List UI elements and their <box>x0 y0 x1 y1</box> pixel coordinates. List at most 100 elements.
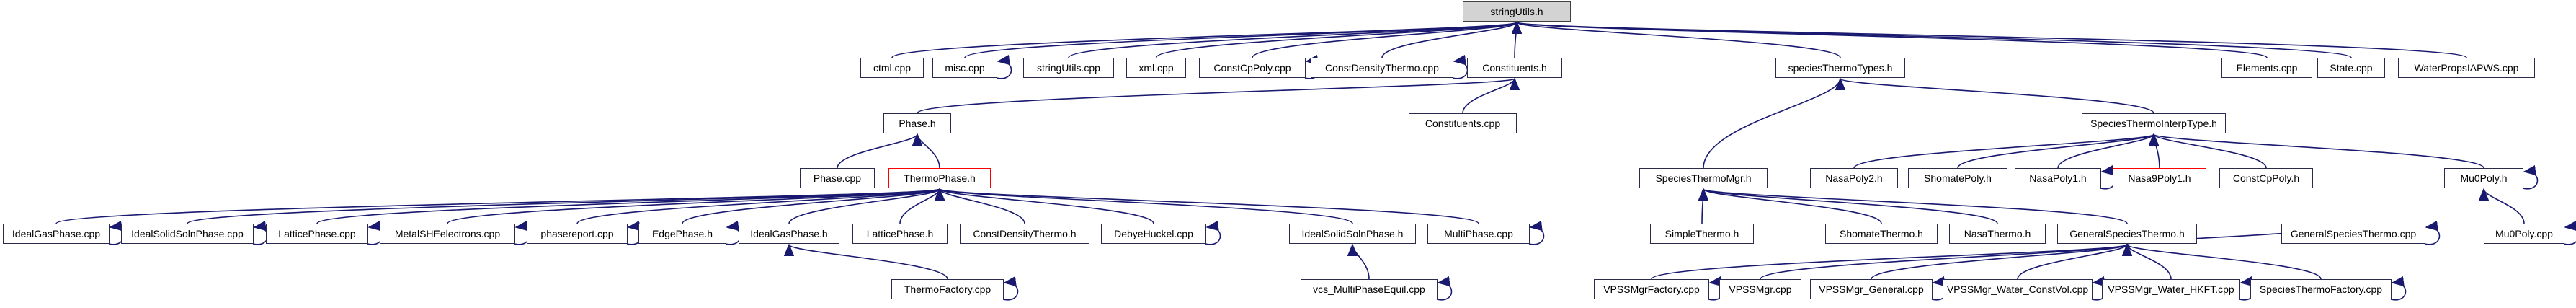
graph-node-stringutils-cpp[interactable]: stringUtils.cpp <box>1023 58 1114 78</box>
graph-node-label: ConstDensityThermo.h <box>973 228 1077 239</box>
graph-node-edgephase-h[interactable]: EdgePhase.h <box>638 224 726 244</box>
graph-node-idealgasphase-h[interactable]: IdealGasPhase.h <box>739 224 839 244</box>
graph-node-latticephase-h[interactable]: LatticePhase.h <box>852 224 948 244</box>
graph-node-constdensitythermo-h[interactable]: ConstDensityThermo.h <box>960 224 1089 244</box>
graph-node-vpssmgrfactory-cpp[interactable]: VPSSMgrFactory.cpp <box>1594 279 1709 299</box>
graph-node-constcppoly-h[interactable]: ConstCpPoly.h <box>2219 168 2313 188</box>
graph-self-loop-edge <box>2563 220 2576 245</box>
graph-node-waterpropsiapws-cpp[interactable]: WaterPropsIAPWS.cpp <box>2398 58 2535 78</box>
graph-self-loop-edge <box>1528 220 1545 245</box>
graph-node-label: Nasa9Poly1.h <box>2128 172 2191 184</box>
graph-node-speciesthermotypes-h[interactable]: speciesThermoTypes.h <box>1775 58 1905 78</box>
graph-node-label: LatticePhase.h <box>866 228 934 239</box>
graph-node-label: vcs_MultiPhaseEquil.cpp <box>1313 283 1425 295</box>
graph-node-vpssmgr-cpp[interactable]: VPSSMgr.cpp <box>1719 279 1801 299</box>
graph-self-loop-edge <box>1452 54 1469 79</box>
graph-node-phase-cpp[interactable]: Phase.cpp <box>800 168 875 188</box>
graph-node-idealgasphase-cpp[interactable]: IdealGasPhase.cpp <box>3 224 110 244</box>
graph-node-generalspeciesthermo-h[interactable]: GeneralSpeciesThermo.h <box>2057 224 2197 244</box>
graph-node-label: IdealSolidSolnPhase.cpp <box>131 228 244 239</box>
graph-node-xml-cpp[interactable]: xml.cpp <box>1126 58 1186 78</box>
graph-node-debyehuckel-cpp[interactable]: DebyeHuckel.cpp <box>1101 224 1206 244</box>
graph-node-label: ConstCpPoly.cpp <box>1213 62 1291 74</box>
graph-node-stringutils-h[interactable]: stringUtils.h <box>1463 1 1571 22</box>
graph-node-metalsheelectrons-cpp[interactable]: MetalSHEelectrons.cpp <box>380 224 515 244</box>
graph-node-state-cpp[interactable]: State.cpp <box>2317 58 2385 78</box>
graph-node-label: phasereport.cpp <box>540 228 614 239</box>
graph-edge <box>1381 21 1522 58</box>
graph-edge <box>964 21 1522 58</box>
graph-node-shomatepoly-h[interactable]: ShomatePoly.h <box>1908 168 2007 188</box>
graph-edge <box>837 133 923 169</box>
graph-edge <box>1462 77 1520 114</box>
graph-node-constituents-cpp[interactable]: Constituents.cpp <box>1409 113 1517 133</box>
graph-edge <box>784 243 948 280</box>
graph-edge <box>1698 188 1882 224</box>
graph-node-nasapoly1-h[interactable]: NasaPoly1.h <box>2015 168 2101 188</box>
graph-node-speciesthermofactory-cpp[interactable]: SpeciesThermoFactory.cpp <box>2250 279 2392 299</box>
graph-node-vpssmgr-general-cpp[interactable]: VPSSMgr_General.cpp <box>1810 279 1933 299</box>
graph-node-shomatethermo-h[interactable]: ShomateThermo.h <box>1825 224 1938 244</box>
graph-node-nasa9poly1-h[interactable]: Nasa9Poly1.h <box>2113 168 2206 188</box>
graph-node-label: ctml.cpp <box>873 62 912 74</box>
graph-node-label: NasaPoly1.h <box>2029 172 2087 184</box>
graph-node-ctml-cpp[interactable]: ctml.cpp <box>860 58 924 78</box>
graph-node-constcppoly-cpp[interactable]: ConstCpPoly.cpp <box>1199 58 1306 78</box>
graph-node-mu0poly-cpp[interactable]: Mu0Poly.cpp <box>2484 224 2564 244</box>
graph-node-generalspeciesthermo-cpp[interactable]: GeneralSpeciesThermo.cpp <box>2281 224 2425 244</box>
graph-edge <box>1511 21 1523 58</box>
graph-node-speciesthermomgr-h[interactable]: SpeciesThermoMgr.h <box>1639 168 1768 188</box>
graph-self-loop-edge <box>1002 276 1019 301</box>
graph-edge <box>1155 21 1522 58</box>
graph-node-simplethermo-h[interactable]: SimpleThermo.h <box>1650 224 1754 244</box>
graph-edge <box>1512 21 1841 58</box>
graph-node-label: misc.cpp <box>945 62 985 74</box>
graph-node-constituents-h[interactable]: Constituents.h <box>1467 58 1562 78</box>
graph-edge <box>1698 188 2128 224</box>
graph-node-vpssmgr-water-hkft-cpp[interactable]: VPSSMgr_Water_HKFT.cpp <box>2102 279 2240 299</box>
graph-node-speciesthermointerptype-h[interactable]: SpeciesThermoInterpType.h <box>2082 113 2226 133</box>
graph-node-label: Constituents.cpp <box>1425 118 1501 129</box>
graph-node-label: GeneralSpeciesThermo.cpp <box>2290 228 2417 239</box>
graph-node-nasapoly2-h[interactable]: NasaPoly2.h <box>1810 168 1898 188</box>
graph-node-constdensitythermo-cpp[interactable]: ConstDensityThermo.cpp <box>1311 58 1453 78</box>
graph-node-vcs-multiphaseequil-cpp[interactable]: vcs_MultiPhaseEquil.cpp <box>1301 279 1438 299</box>
graph-node-label: stringUtils.h <box>1490 6 1543 17</box>
graph-edge <box>1871 243 2132 280</box>
graph-edge <box>2478 188 2525 224</box>
graph-node-label: ShomateThermo.h <box>1840 228 1923 239</box>
graph-self-loop-edge <box>2424 220 2441 245</box>
graph-edge <box>2017 243 2132 280</box>
graph-node-label: Constituents.h <box>1482 62 1547 74</box>
graph-node-thermofactory-cpp[interactable]: ThermoFactory.cpp <box>891 279 1004 299</box>
graph-node-idealsolidsolnphase-h[interactable]: IdealSolidSolnPhase.h <box>1289 224 1416 244</box>
graph-node-label: State.cpp <box>2330 62 2373 74</box>
graph-node-phasereport-cpp[interactable]: phasereport.cpp <box>527 224 628 244</box>
graph-node-phase-h[interactable]: Phase.h <box>883 113 951 133</box>
graph-node-label: IdealGasPhase.cpp <box>12 228 101 239</box>
graph-node-label: MetalSHEelectrons.cpp <box>394 228 501 239</box>
graph-node-latticephase-cpp[interactable]: LatticePhase.cpp <box>266 224 368 244</box>
graph-node-label: WaterPropsIAPWS.cpp <box>2414 62 2519 74</box>
graph-node-label: SpeciesThermoFactory.cpp <box>2259 283 2383 295</box>
graph-node-mu0poly-h[interactable]: Mu0Poly.h <box>2444 168 2523 188</box>
graph-node-label: SpeciesThermoInterpType.h <box>2090 118 2217 129</box>
graph-edge <box>2148 133 2160 169</box>
graph-node-misc-cpp[interactable]: misc.cpp <box>932 58 997 78</box>
graph-edge <box>1698 188 1709 224</box>
graph-edge <box>1703 77 1846 169</box>
graph-node-vpssmgr-water-constvol-cpp[interactable]: VPSSMgr_Water_ConstVol.cpp <box>1943 279 2093 299</box>
graph-node-elements-cpp[interactable]: Elements.cpp <box>2221 58 2312 78</box>
graph-node-label: VPSSMgr_Water_HKFT.cpp <box>2108 283 2234 295</box>
graph-node-label: ConstDensityThermo.cpp <box>1325 62 1439 74</box>
graph-node-label: VPSSMgrFactory.cpp <box>1603 283 1700 295</box>
graph-node-nasathermo-h[interactable]: NasaThermo.h <box>1949 224 2046 244</box>
graph-self-loop-edge <box>1436 276 1453 301</box>
graph-node-thermophase-h[interactable]: ThermoPhase.h <box>888 168 991 188</box>
graph-node-idealsolidsolnphase-cpp[interactable]: IdealSolidSolnPhase.cpp <box>121 224 254 244</box>
graph-node-label: Phase.h <box>899 118 936 129</box>
graph-edge <box>682 188 945 224</box>
graph-node-multiphase-cpp[interactable]: MultiPhase.cpp <box>1427 224 1530 244</box>
graph-edge <box>1068 21 1522 58</box>
